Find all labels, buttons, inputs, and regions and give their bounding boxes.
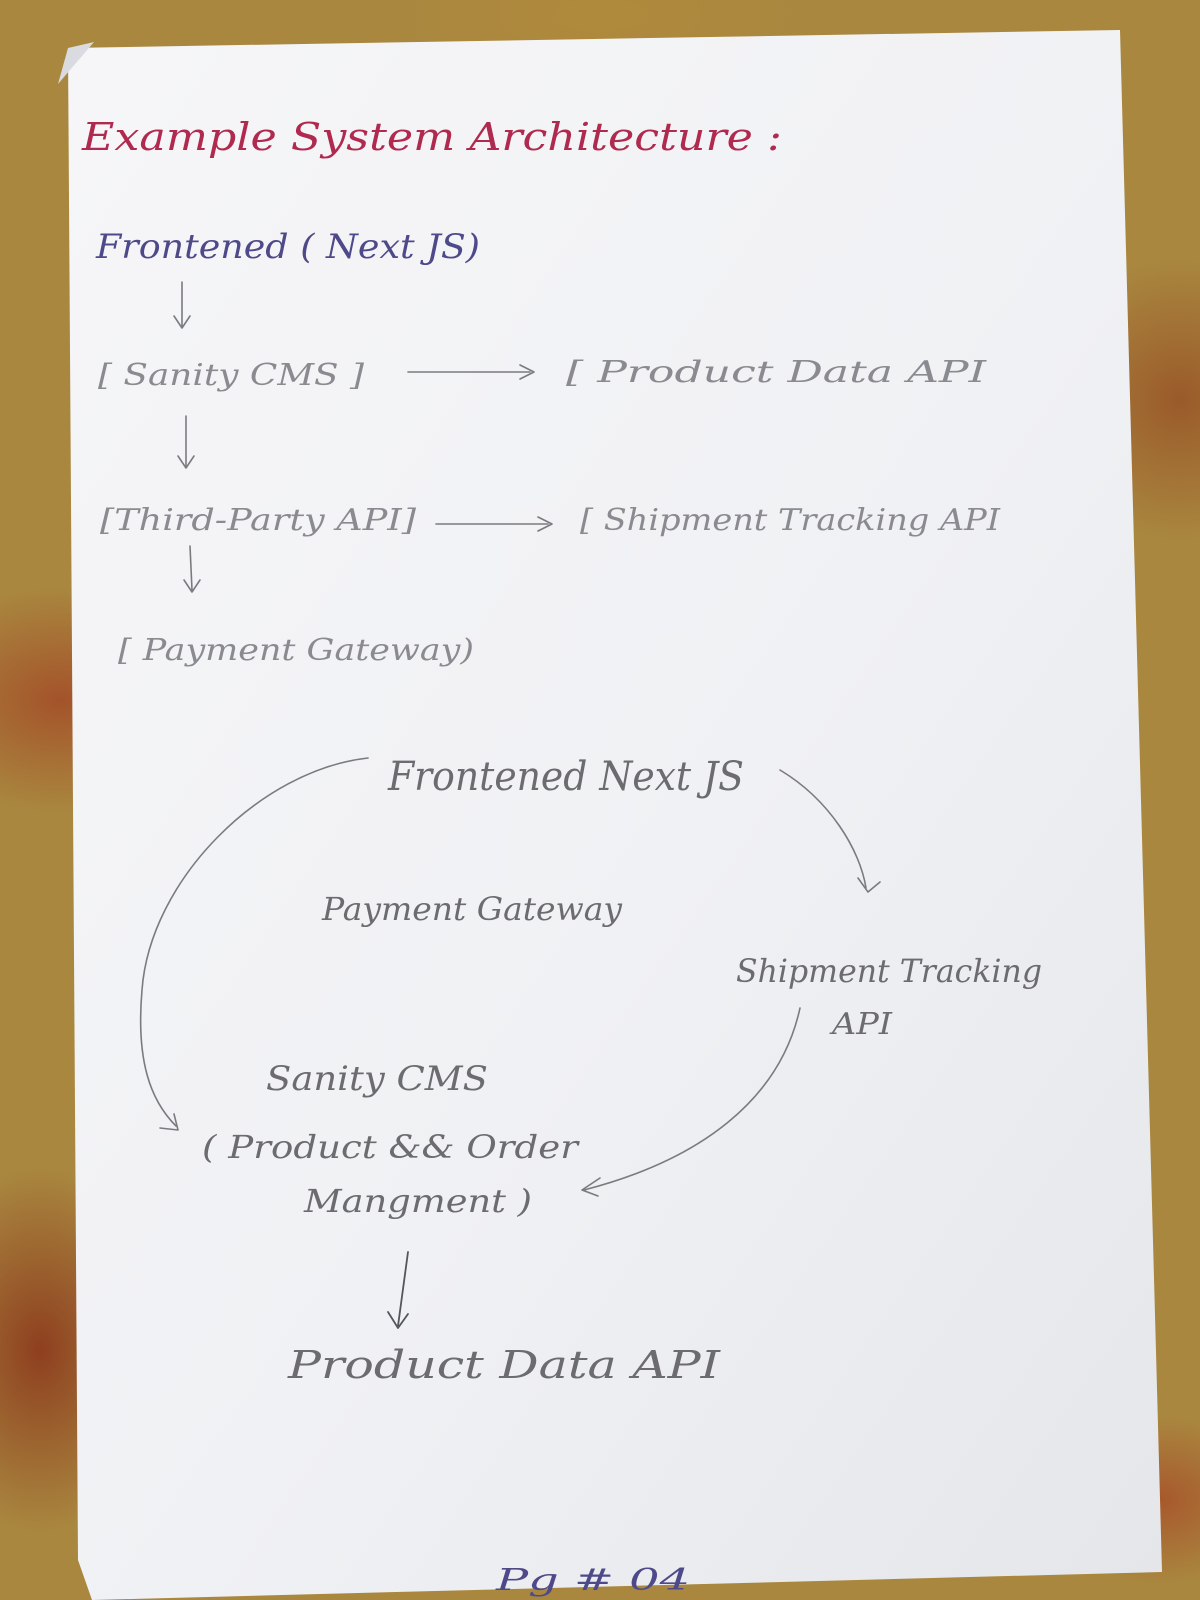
list-cms-label: [ Sanity CMS ]: [98, 358, 364, 393]
list-arrow-third-party-to-payment: [183, 545, 201, 593]
list-payment-label: [ Payment Gateway): [118, 633, 474, 668]
list-arrow-cms-to-third-party: [177, 415, 195, 469]
flow-arrow-frontend-loop-to-cms: [139, 757, 369, 1131]
folded-corner: [58, 42, 94, 84]
flow-arrow-shipment-to-cms: [581, 1007, 801, 1197]
flow-frontend-label: Frontened Next JS: [387, 754, 744, 800]
flow-product-api-label: Product Data API: [287, 1343, 722, 1387]
list-arrow-cms-to-product-api: [407, 364, 535, 380]
flow-arrow-frontend-to-shipment: [779, 769, 881, 893]
list-third-party-label: [Third-Party API]: [100, 503, 416, 538]
list-product-api-label: [ Product Data API: [566, 355, 988, 390]
page-title: Example System Architecture :: [81, 115, 782, 159]
flow-cms-detail-line1: ( Product && Order: [202, 1128, 580, 1166]
list-arrow-frontend-to-cms: [173, 281, 191, 329]
flow-cms-detail-line2: Mangment ): [303, 1182, 532, 1220]
page-number: Pg # 04: [494, 1563, 690, 1598]
flow-payment-label: Payment Gateway: [321, 890, 623, 928]
flow-shipment-label-line1: Shipment Tracking: [736, 952, 1042, 990]
list-arrow-third-party-to-shipment: [435, 516, 553, 532]
flow-arrow-cms-to-product-api: [387, 1251, 409, 1329]
flow-shipment-label-line2: API: [829, 1007, 894, 1042]
list-shipment-api-label: [ Shipment Tracking API: [580, 503, 1001, 538]
paper-sheet: [68, 30, 1162, 1600]
flow-cms-label: Sanity CMS: [266, 1059, 488, 1099]
list-frontend-label: Frontened ( Next JS): [95, 227, 480, 267]
